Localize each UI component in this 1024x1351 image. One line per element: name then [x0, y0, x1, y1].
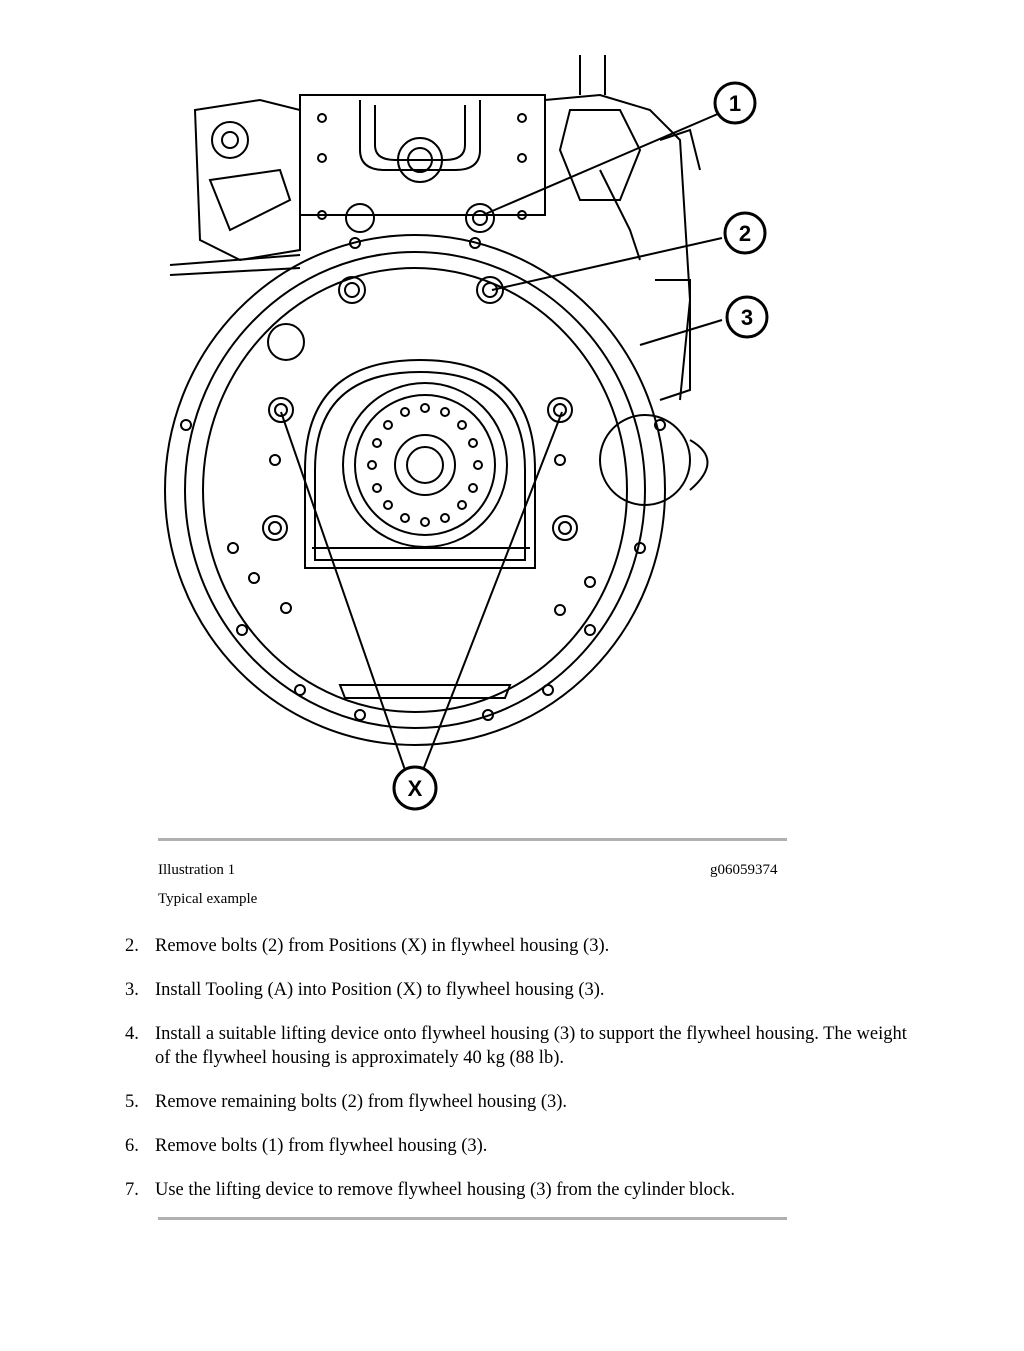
- step-item: 2. Remove bolts (2) from Positions (X) in…: [125, 934, 925, 958]
- step-item: 7. Use the lifting device to remove flywh…: [125, 1178, 925, 1202]
- step-number: 4.: [125, 1024, 139, 1044]
- callout-1: [713, 81, 757, 125]
- callout-3-label: 3: [741, 305, 753, 330]
- step-number: 7.: [125, 1180, 139, 1200]
- section-bottom-rule: [158, 1217, 787, 1220]
- callout-2-label: 2: [739, 221, 751, 246]
- callout-x-label: X: [408, 776, 423, 801]
- illustration-label: Illustration 1: [158, 862, 236, 878]
- step-text: Remove remaining bolts (2) from flywheel…: [155, 1092, 568, 1112]
- step-number: 2.: [125, 936, 139, 956]
- callout-3: [725, 295, 769, 339]
- step-item: 4. Install a suitable lifting device onto…: [125, 1022, 925, 1070]
- step-text: Use the lifting device to remove flywhee…: [155, 1180, 736, 1200]
- flywheel-housing-illustration: 1 2 3 X: [164, 55, 769, 811]
- step-text: Remove bolts (2) from Positions (X) in f…: [155, 936, 610, 956]
- illustration-id: g06059374: [710, 862, 778, 878]
- step-number: 6.: [125, 1136, 139, 1156]
- procedure-steps: 2. Remove bolts (2) from Positions (X) in…: [125, 934, 925, 1222]
- step-text: Install a suitable lifting device onto f…: [155, 1024, 907, 1068]
- illustration-subtitle: Typical example: [158, 891, 258, 907]
- step-item: 5. Remove remaining bolts (2) from flywhe…: [125, 1090, 925, 1114]
- callout-x: [392, 765, 438, 811]
- step-number: 3.: [125, 980, 139, 1000]
- callout-2: [723, 211, 767, 255]
- step-text: Install Tooling (A) into Position (X) to…: [155, 980, 605, 1000]
- step-number: 5.: [125, 1092, 139, 1112]
- step-text: Remove bolts (1) from flywheel housing (…: [155, 1136, 488, 1156]
- callout-1-label: 1: [729, 91, 741, 116]
- caption-top-rule: [158, 838, 787, 841]
- step-item: 3. Install Tooling (A) into Position (X) …: [125, 978, 925, 1002]
- step-item: 6. Remove bolts (1) from flywheel housing…: [125, 1134, 925, 1158]
